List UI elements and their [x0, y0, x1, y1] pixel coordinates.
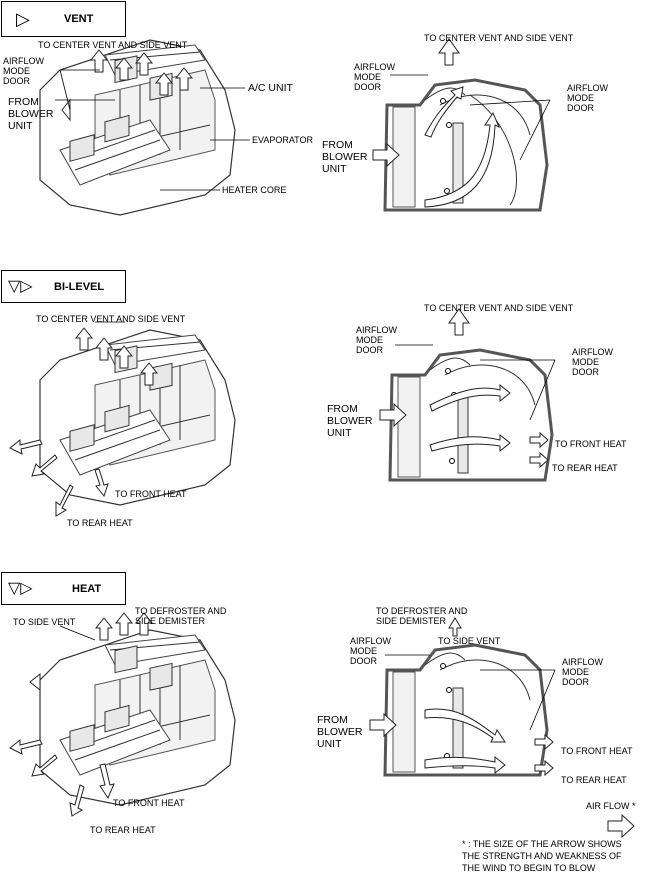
- heat-cut-airflow-mode-door-left: AIRFLOW MODE DOOR: [350, 636, 392, 666]
- bilevel-iso-to-rear-heat: TO REAR HEAT: [67, 518, 133, 528]
- bilevel-cut-to-center-vent: TO CENTER VENT AND SIDE VENT: [424, 303, 574, 313]
- vent-leader-lines: [55, 69, 250, 191]
- heat-cut-to-side-vent: TO SIDE VENT: [438, 636, 501, 646]
- bilevel-iso-to-front-heat: TO FRONT HEAT: [115, 489, 187, 499]
- vent-mode-label: VENT: [64, 13, 94, 25]
- heat-mode-label: HEAT: [72, 582, 102, 595]
- heat-cut-to-defroster: TO DEFROSTER AND SIDE DEMISTER: [376, 606, 468, 626]
- vent-cut-airflow-mode-door-right: AIRFLOW MODE DOOR: [567, 83, 609, 113]
- heat-cut-to-rear-heat: TO REAR HEAT: [561, 775, 627, 785]
- vent-cut-airflow-mode-door-left: AIRFLOW MODE DOOR: [354, 62, 396, 92]
- vent-mode-box: ▷ VENT: [1, 1, 126, 37]
- bilevel-cut-airflow-mode-door-right: AIRFLOW MODE DOOR: [572, 347, 614, 377]
- bilevel-mode-icon: ▽▷: [8, 278, 33, 295]
- vent-cut-drawing: [372, 38, 549, 212]
- vent-iso-airflow-mode-door: AIRFLOW MODE DOOR: [3, 56, 45, 86]
- heat-cut-drawing: [369, 617, 554, 777]
- vent-iso-to-center-vent: TO CENTER VENT AND SIDE VENT: [38, 40, 188, 50]
- heat-iso-to-front-heat: TO FRONT HEAT: [113, 798, 185, 808]
- vent-cut-to-center-vent: TO CENTER VENT AND SIDE VENT: [424, 33, 574, 43]
- vent-cut-from-blower-unit: FROM BLOWER UNIT: [322, 139, 368, 175]
- air-flow-legend-arrow: [607, 814, 635, 838]
- bilevel-iso-to-center-vent: TO CENTER VENT AND SIDE VENT: [36, 314, 186, 324]
- heat-iso-to-defroster: TO DEFROSTER AND SIDE DEMISTER: [135, 606, 227, 626]
- vent-mode-icon: ▷: [16, 9, 30, 29]
- heat-mode-icon: ▽▷: [8, 580, 33, 597]
- heat-mode-box: ▽▷ HEAT: [1, 572, 126, 605]
- vent-iso-heater-core: HEATER CORE: [222, 185, 287, 195]
- heat-cut-from-blower-unit: FROM BLOWER UNIT: [317, 714, 363, 750]
- bilevel-mode-box: ▽▷ BI-LEVEL: [1, 270, 126, 303]
- heat-iso-to-rear-heat: TO REAR HEAT: [90, 825, 156, 835]
- legend-air-flow: AIR FLOW *: [586, 801, 636, 811]
- bilevel-cut-from-blower-unit: FROM BLOWER UNIT: [327, 403, 373, 439]
- heat-cut-to-front-heat: TO FRONT HEAT: [561, 746, 633, 756]
- heat-iso-leaders: [59, 625, 96, 641]
- bilevel-iso-drawing: [9, 327, 236, 517]
- bilevel-cut-drawing: [379, 308, 554, 482]
- bilevel-mode-label: BI-LEVEL: [54, 280, 105, 293]
- vent-iso-drawing: [39, 39, 236, 216]
- vent-iso-ac-unit: A/C UNIT: [248, 82, 293, 94]
- heat-cut-airflow-mode-door-right: AIRFLOW MODE DOOR: [562, 657, 604, 687]
- bilevel-cut-to-front-heat: TO FRONT HEAT: [555, 439, 627, 449]
- legend-note: * : THE SIZE OF THE ARROW SHOWS THE STRE…: [462, 839, 622, 873]
- bilevel-cut-to-rear-heat: TO REAR HEAT: [552, 463, 618, 473]
- vent-iso-from-blower-unit: FROM BLOWER UNIT: [8, 96, 54, 132]
- heat-iso-drawing: [9, 612, 236, 817]
- bilevel-cut-leaders: [395, 344, 556, 421]
- heat-cut-leaders: [385, 654, 556, 731]
- vent-iso-evaporator: EVAPORATOR: [252, 135, 314, 145]
- heat-iso-to-side-vent: TO SIDE VENT: [13, 617, 76, 627]
- bilevel-cut-airflow-mode-door-left: AIRFLOW MODE DOOR: [356, 325, 398, 355]
- vent-cut-leaders: [390, 74, 551, 161]
